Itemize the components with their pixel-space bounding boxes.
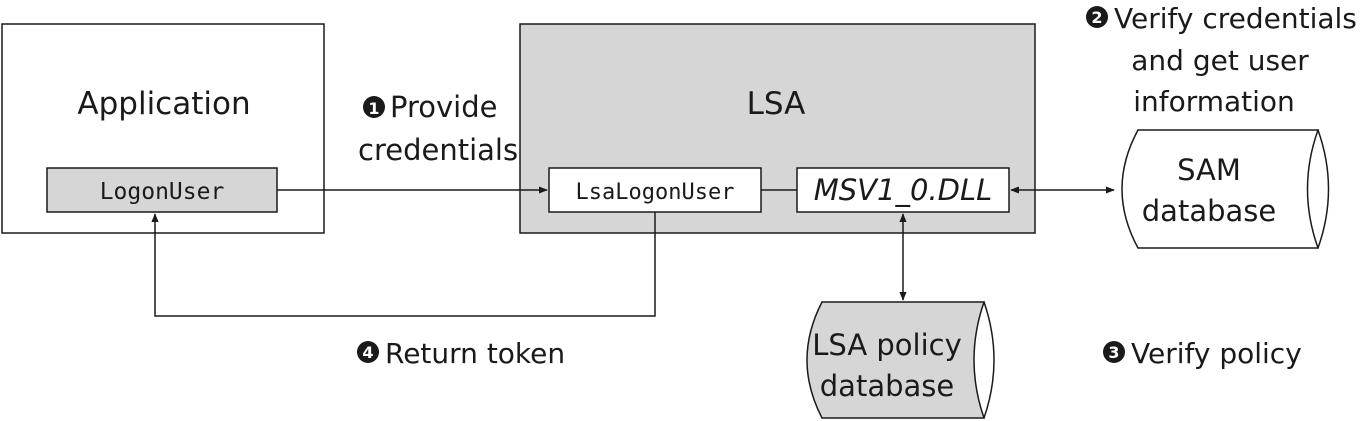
step-1-number: 1 <box>368 99 379 118</box>
sam-database-line1: SAM <box>1177 153 1241 187</box>
lsalogonuser-function-box: LsaLogonUser <box>548 167 762 213</box>
return-token-arrow <box>151 212 656 317</box>
msv1-dll-label: MSV1_0.DLL <box>814 173 993 207</box>
sam-database-line2: database <box>1142 194 1276 228</box>
sam-database: SAM database <box>1121 129 1330 249</box>
step-2-line3: information <box>1133 85 1295 118</box>
lsa-policy-database: LSA policy database <box>806 301 995 419</box>
step-2-line1: Verify credentials <box>1114 2 1357 35</box>
step-1-line1: Provide <box>390 90 497 124</box>
lsa-box: LSA LsaLogonUser MSV1_0.DLL <box>519 23 1036 234</box>
lsalogonuser-function-label: LsaLogonUser <box>576 180 735 205</box>
application-title: Application <box>77 86 250 122</box>
msv1-dll-box: MSV1_0.DLL <box>796 167 1010 213</box>
step-2-number: 2 <box>1091 8 1102 27</box>
step-4-label: 4 Return token <box>357 337 565 370</box>
step-3-line1: Verify policy <box>1131 337 1302 370</box>
step-2-line2: and get user <box>1131 44 1309 77</box>
step-2-label: 2 Verify credentials and get user inform… <box>1086 2 1357 118</box>
logonuser-function-box: LogonUser <box>46 167 278 213</box>
step-1-line2: credentials <box>358 133 518 167</box>
step-4-number: 4 <box>362 343 373 362</box>
step-1-label: 1 Provide credentials <box>358 90 518 167</box>
lsa-policy-database-line2: database <box>820 369 954 403</box>
lsa-policy-database-line1: LSA policy <box>812 328 962 362</box>
step-3-number: 3 <box>1108 343 1119 362</box>
lsa-title: LSA <box>747 86 806 122</box>
step-4-line1: Return token <box>385 337 565 370</box>
application-box: Application LogonUser <box>1 23 325 234</box>
logonuser-function-label: LogonUser <box>100 179 225 205</box>
step-3-label: 3 Verify policy <box>1103 337 1302 370</box>
